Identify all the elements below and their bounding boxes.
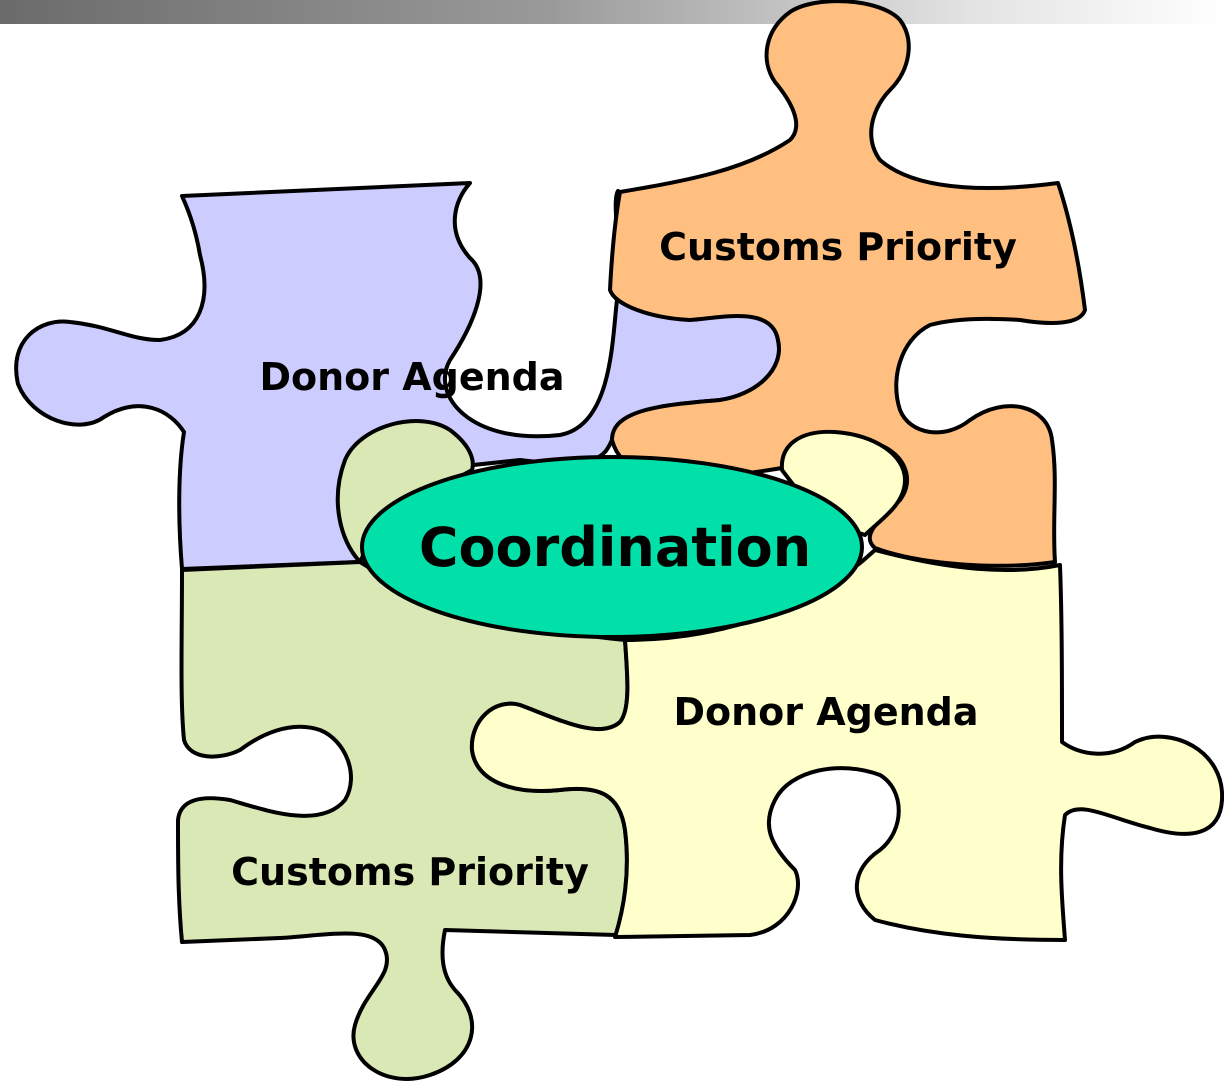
label-bottom-left: Customs Priority <box>231 850 589 894</box>
puzzle-piece-top-right <box>608 0 1087 568</box>
puzzle-piece-bottom-right <box>469 548 1224 942</box>
label-top-right: Customs Priority <box>659 225 1017 269</box>
label-coordination: Coordination <box>419 516 811 579</box>
puzzle-piece-bottom-left <box>176 560 630 1081</box>
coordination-ellipse <box>360 455 864 639</box>
header-gradient-bar <box>0 0 1224 24</box>
label-top-left: Donor Agenda <box>259 355 564 399</box>
label-bottom-right: Donor Agenda <box>673 690 978 734</box>
